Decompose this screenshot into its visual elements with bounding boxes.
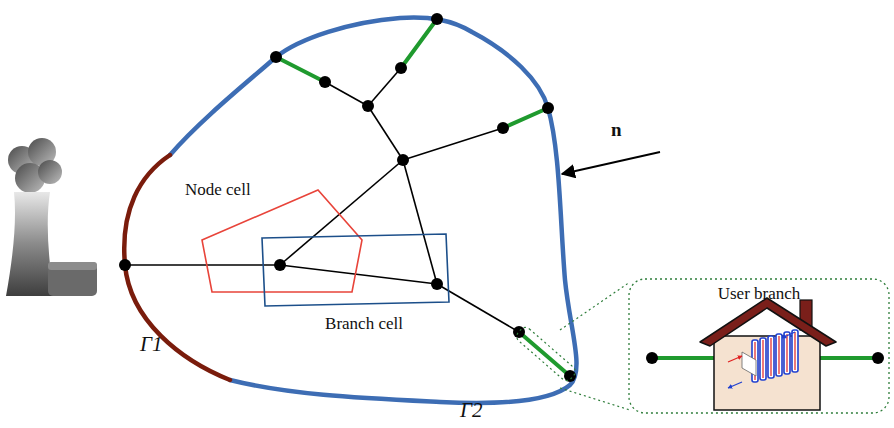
- pipe-lines: [125, 68, 519, 332]
- boundary-gamma2: [170, 18, 576, 404]
- drawing-part: [401, 19, 437, 68]
- junction-dots: [119, 13, 576, 382]
- radiator-fin: [786, 334, 787, 372]
- drawing-part: [503, 108, 548, 128]
- radiator-fin: [768, 336, 774, 378]
- drawing-part: [513, 326, 525, 338]
- drawing-part: [560, 388, 630, 410]
- radiator-fin: [776, 334, 782, 376]
- user-branch-box: User branch: [628, 278, 890, 414]
- drawing-part: [519, 332, 570, 376]
- drawing-part: [403, 160, 437, 284]
- drawing-part: [872, 352, 884, 364]
- house-illustration: [646, 298, 884, 410]
- drawing-part: [742, 352, 756, 376]
- drawing-part: [362, 100, 374, 112]
- drawing-part: [431, 278, 443, 290]
- drawing-part: [497, 122, 509, 134]
- drawing-part: [119, 259, 131, 271]
- drawing-part: [38, 160, 62, 184]
- branch-cell-outline: [262, 234, 449, 306]
- boundary-label: Γ2: [460, 399, 482, 422]
- user-branch-outline: [629, 279, 889, 413]
- drawing-part: [560, 282, 630, 330]
- drawing-part: [48, 262, 97, 270]
- cell-label: Branch cell: [325, 314, 403, 334]
- radiator-fin: [794, 332, 795, 370]
- drawing-part: [280, 265, 437, 284]
- drawing-part: [728, 356, 742, 362]
- drawing-part: [274, 259, 286, 271]
- drawing-part: [276, 57, 325, 82]
- drawing-part: [319, 76, 331, 88]
- boundary-label: Γ1: [140, 333, 162, 356]
- drawing-part: [728, 382, 742, 388]
- drawing-part: [542, 102, 554, 114]
- drawing-part: [325, 82, 368, 106]
- drawing-part: [395, 62, 407, 74]
- radiator-fin: [778, 336, 779, 374]
- node-cell-outline: [202, 190, 362, 292]
- drawing-part: [652, 356, 714, 360]
- power-plant-icon: [6, 138, 97, 296]
- radiator-fin: [762, 340, 763, 378]
- drawing-part: [646, 352, 658, 364]
- drawing-part: [48, 262, 97, 296]
- drawing-part: [397, 154, 409, 166]
- radiator-fin: [760, 338, 766, 380]
- normal-vector-label: n: [611, 120, 622, 141]
- drawing-part: [514, 325, 577, 383]
- drawing-part: [280, 160, 403, 265]
- cell-label: User branch: [718, 284, 801, 304]
- drawing-part: [125, 264, 280, 266]
- drawing-part: [368, 68, 401, 106]
- drawing-part: [782, 332, 795, 338]
- drawing-part: [431, 13, 443, 25]
- drawing-part: [6, 192, 54, 296]
- zoom-callout: [514, 282, 630, 410]
- radiator-fin: [770, 338, 771, 376]
- drawing-part: [820, 356, 878, 360]
- radiator-fin: [792, 330, 798, 372]
- radiator-fin: [784, 332, 790, 374]
- radiator: [752, 330, 798, 382]
- drawing-part: [403, 128, 503, 160]
- drawing-part: [714, 336, 820, 410]
- cell-label: Node cell: [185, 180, 251, 200]
- user-branch-lines: [276, 19, 570, 376]
- branch-cell: Branch cell: [258, 230, 454, 338]
- drawing-part: [270, 51, 282, 63]
- drawing-part: [368, 106, 403, 160]
- normal-arrow: [562, 152, 660, 174]
